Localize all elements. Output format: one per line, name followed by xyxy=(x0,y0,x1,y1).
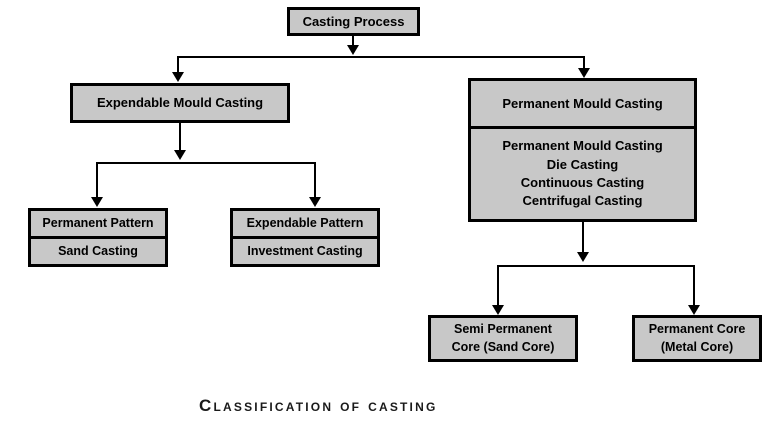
node-casting-process[interactable]: Casting Process xyxy=(287,7,420,36)
node-permanent-core[interactable]: Permanent Core (Metal Core) xyxy=(632,315,762,362)
connector-level1-bus xyxy=(177,56,585,58)
node-permanent-pattern[interactable]: Permanent Pattern Sand Casting xyxy=(28,208,168,267)
connector-permanent-mould-stem xyxy=(582,222,584,253)
node-permanent-mould-casting-header: Permanent Mould Casting xyxy=(502,95,663,111)
node-permanent-mould-casting-list: Permanent Mould Casting Die Casting Cont… xyxy=(471,126,694,219)
node-casting-process-label: Casting Process xyxy=(302,13,405,29)
diagram-caption: Classification of casting xyxy=(199,396,438,415)
connector-root-arrow xyxy=(347,45,359,55)
connector-expendable-stem xyxy=(179,123,181,151)
list-item: Centrifugal Casting xyxy=(522,193,643,209)
connector-permanent-pattern-drop xyxy=(96,162,98,198)
connector-root-stem xyxy=(352,36,354,48)
connector-expendable-pattern-drop xyxy=(314,162,316,198)
connector-permanent-core-drop xyxy=(693,265,695,307)
connector-level2-right-bus xyxy=(497,265,695,267)
node-permanent-mould-casting[interactable]: Permanent Mould Casting Permanent Mould … xyxy=(468,78,697,222)
node-permanent-pattern-body: Sand Casting xyxy=(31,236,165,264)
node-permanent-core-line1: Permanent Core xyxy=(648,321,746,336)
connector-permanent-mould-arrow xyxy=(577,252,589,262)
list-item: Die Casting xyxy=(546,156,619,172)
connector-level1-right-drop xyxy=(583,56,585,69)
connector-level1-left-arrow xyxy=(172,72,184,82)
node-expendable-pattern-header: Expendable Pattern xyxy=(246,215,364,230)
node-expendable-mould-casting[interactable]: Expendable Mould Casting xyxy=(70,83,290,123)
connector-level1-right-arrow xyxy=(578,68,590,78)
connector-level2-left-bus xyxy=(96,162,316,164)
connector-level1-left-drop xyxy=(177,56,179,73)
connector-semi-permanent-core-drop xyxy=(497,265,499,307)
connector-expendable-arrow xyxy=(174,150,186,160)
node-permanent-core-line2: (Metal Core) xyxy=(660,340,734,355)
connector-expendable-pattern-arrow xyxy=(309,197,321,207)
list-item: Permanent Mould Casting xyxy=(502,138,663,154)
node-semi-permanent-core-line1: Semi Permanent xyxy=(454,321,552,336)
connector-semi-permanent-core-arrow xyxy=(492,305,504,315)
list-item: Continuous Casting xyxy=(520,175,645,190)
connector-permanent-pattern-arrow xyxy=(91,197,103,207)
node-expendable-pattern-body: Investment Casting xyxy=(233,236,377,264)
node-expendable-pattern[interactable]: Expendable Pattern Investment Casting xyxy=(230,208,380,267)
node-semi-permanent-core[interactable]: Semi Permanent Core (Sand Core) xyxy=(428,315,578,362)
node-permanent-pattern-header: Permanent Pattern xyxy=(42,215,154,230)
node-expendable-mould-casting-label: Expendable Mould Casting xyxy=(96,95,264,111)
node-semi-permanent-core-line2: Core (Sand Core) xyxy=(451,340,555,355)
connector-permanent-core-arrow xyxy=(688,305,700,315)
